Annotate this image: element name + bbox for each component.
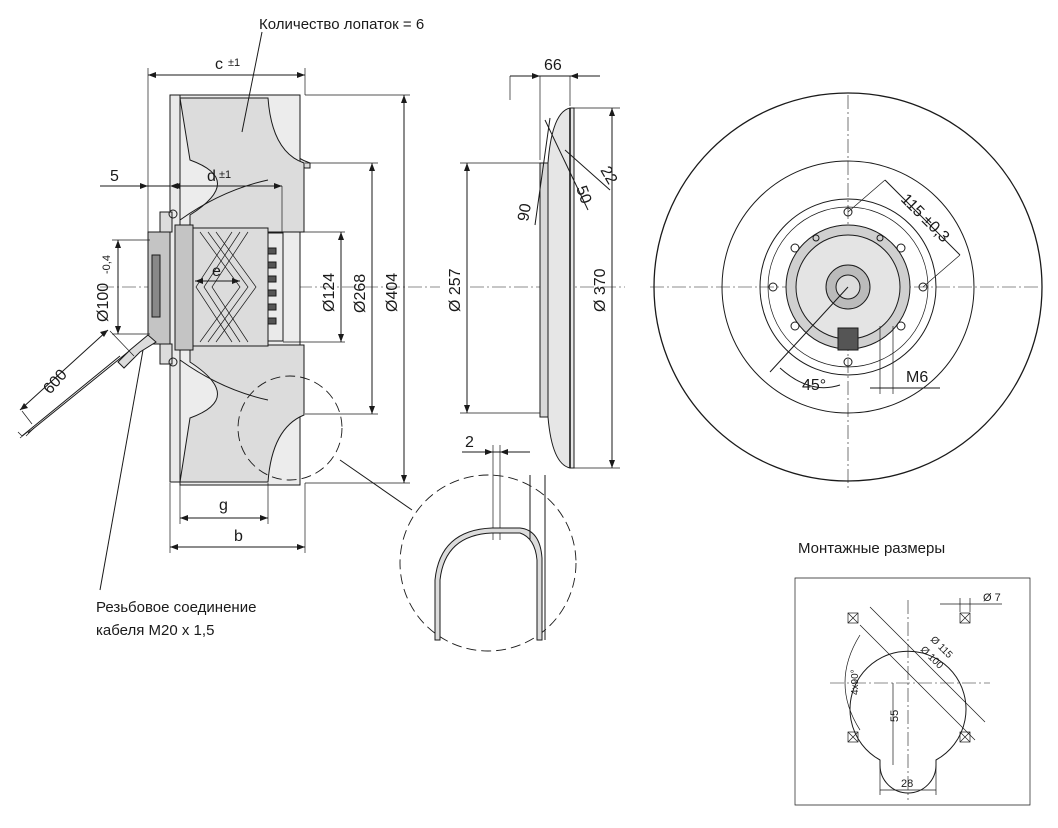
mount-28-label: 28 xyxy=(901,778,913,790)
dim-dia257-label: Ø 257 xyxy=(447,268,464,312)
mount-angle-label: 4x90° xyxy=(850,669,861,695)
angle-45-label: 45° xyxy=(802,377,826,394)
cable-length-label: 600 xyxy=(40,366,71,397)
dim-dia268-label: Ø268 xyxy=(352,274,369,313)
dim-66-label: 66 xyxy=(544,57,562,74)
dim-b-label: b xyxy=(234,528,243,545)
inlet-nozzle-view: 66 90 50 22 Ø 257 Ø 370 xyxy=(447,57,625,469)
dim-dia100-label: Ø100 xyxy=(95,283,112,322)
dim-2-label: 2 xyxy=(465,434,474,451)
dim-50-label: 50 xyxy=(572,184,594,207)
blade-count-label: Количество лопаток = 6 xyxy=(259,16,424,33)
dim-c-tolerance: ±1 xyxy=(228,57,240,69)
motor-winding-pattern xyxy=(195,231,257,343)
side-view: 600 c ±1 d ±1 5 e Ø100 -0,4 xyxy=(17,16,440,639)
mount-55-label: 55 xyxy=(889,710,901,722)
dim-dia370-label: Ø 370 xyxy=(592,268,609,312)
mount-dia7-label: Ø 7 xyxy=(983,592,1001,604)
mounting-dimensions: Монтажные размеры Ø 115 Ø 100 Ø 7 4x90° … xyxy=(794,540,1031,806)
dim-g-label: g xyxy=(219,497,228,514)
dim-d-label: d xyxy=(207,168,216,185)
dim-5-label: 5 xyxy=(110,168,119,185)
mounting-title: Монтажные размеры xyxy=(798,540,945,557)
dim-c-label: c xyxy=(215,56,223,73)
dim-22-label: 22 xyxy=(597,164,621,188)
front-view: 115 ±0,3 45° M6 xyxy=(650,92,1043,490)
bolt-circle-label: 115 ±0,3 xyxy=(897,191,952,246)
dim-90-label: 90 xyxy=(515,202,535,223)
dim-dia124-label: Ø124 xyxy=(321,273,338,312)
cable-gland-label-line1: Резьбовое соединение xyxy=(96,599,256,616)
dim-e-label: e xyxy=(212,263,221,280)
dim-dia100-tolerance: -0,4 xyxy=(101,255,113,274)
dim-d-tolerance: ±1 xyxy=(219,169,231,181)
detail-view: 2 xyxy=(399,434,577,652)
dim-dia404-label: Ø404 xyxy=(384,273,401,312)
m6-label: M6 xyxy=(906,369,928,386)
motor-fins xyxy=(267,247,277,325)
cable-gland-label-line2: кабеля M20 x 1,5 xyxy=(96,622,214,639)
